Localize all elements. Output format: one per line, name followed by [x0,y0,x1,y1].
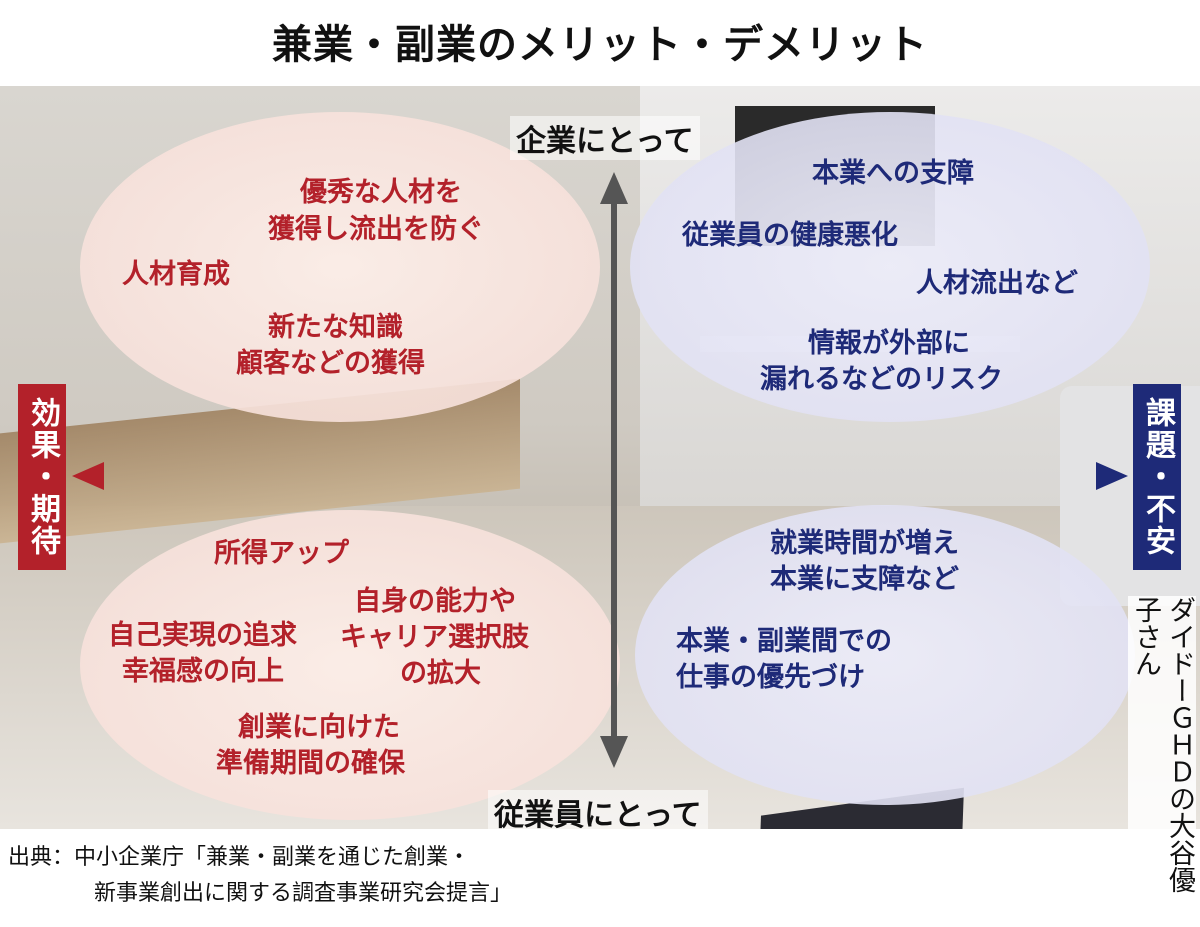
text-employee-risk-2b: 仕事の優先づけ [676,662,865,693]
ellipse-company-risks [630,112,1150,422]
text-company-risk-4b: 漏れるなどのリスク [760,364,1003,395]
axis-label-left: 効果・期待 [18,384,66,570]
source-line-1: 出典：中小企業庁「兼業・副業を通じた創業・ [8,845,471,870]
page-title: 兼業・副業のメリット・デメリット [272,22,928,68]
text-company-benefit-3a: 新たな知識 [268,312,403,343]
arrow-left-head [72,462,104,490]
text-company-benefit-1a: 優秀な人材を [300,177,462,208]
text-company-risk-2: 従業員の健康悪化 [682,220,898,251]
arrow-up-head [600,172,628,204]
arrow-down-head [600,736,628,768]
text-employee-risk-1b: 本業に支障など [770,564,959,595]
text-employee-benefit-4b: 準備期間の確保 [216,748,405,779]
ellipse-employee-benefits [80,510,620,820]
ellipse-employee-risks [635,505,1135,805]
text-employee-benefit-2b: キャリア選択肢 [340,622,529,653]
axis-label-right: 課題・不安 [1133,384,1181,570]
arrow-right-head [1096,462,1128,490]
text-company-benefit-2: 人材育成 [122,259,230,290]
axis-label-bottom: 従業員にとって [488,790,708,834]
text-company-risk-1: 本業への支障 [812,158,974,189]
text-company-benefit-3b: 顧客などの獲得 [236,348,425,379]
text-employee-benefit-4a: 創業に向けた [238,712,400,743]
text-employee-benefit-2a: 自身の能力や [354,586,516,617]
text-employee-risk-2a: 本業・副業間での [676,626,892,657]
source-line-2: 新事業創出に関する調査事業研究会提言」 [94,881,513,906]
source-note: 出典：中小企業庁「兼業・副業を通じた創業・ 新事業創出に関する調査事業研究会提言… [8,840,512,912]
text-employee-benefit-2c: の拡大 [400,658,481,689]
text-company-risk-3: 人材流出など [916,268,1078,299]
text-company-risk-4a: 情報が外部に [808,328,970,359]
text-company-benefit-1b: 獲得し流出を防ぐ [268,214,484,245]
axis-label-top: 企業にとって [510,116,700,160]
text-employee-benefit-3a: 自己実現の追求 [108,620,297,651]
text-employee-risk-1a: 就業時間が増え [770,528,959,559]
text-employee-benefit-1: 所得アップ [214,538,349,569]
photo-caption: ダイドーＧＨＤの大谷優子さん [1128,596,1196,896]
ellipse-company-benefits [80,112,600,422]
text-employee-benefit-3b: 幸福感の向上 [122,656,284,687]
